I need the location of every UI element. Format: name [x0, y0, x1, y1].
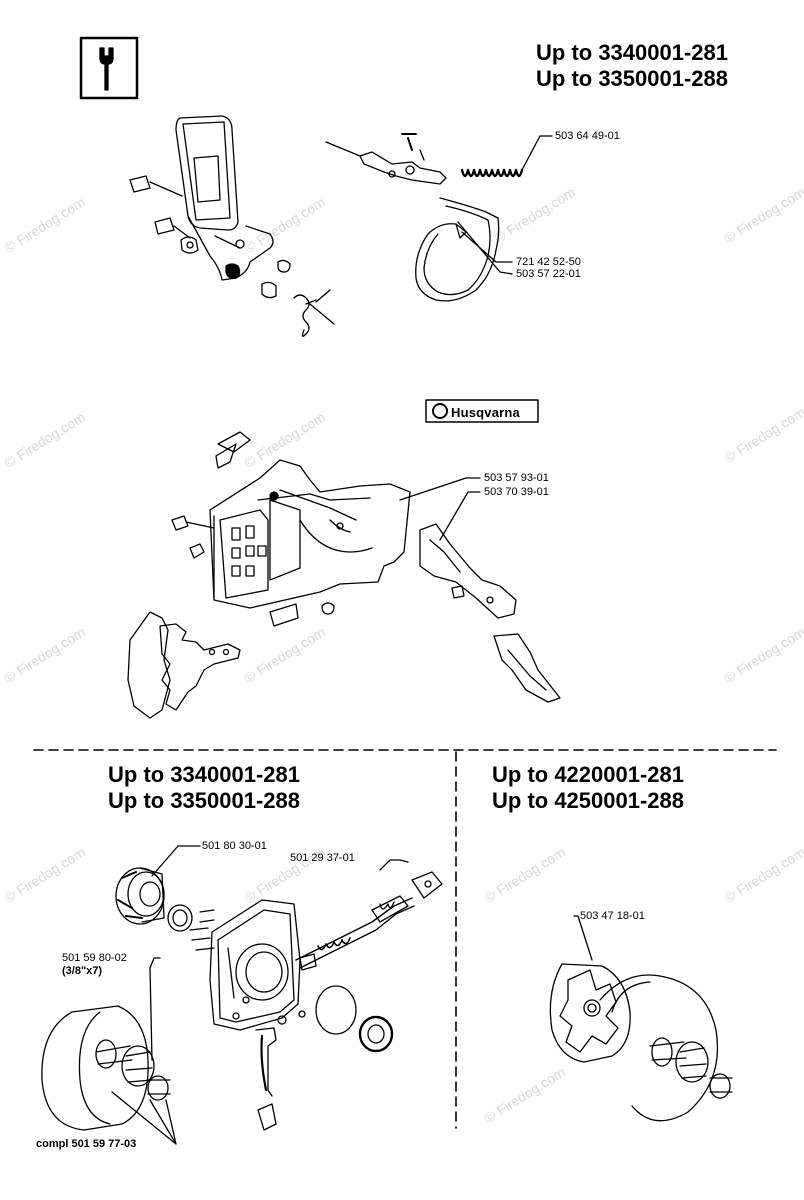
brake-lever-drawing: [325, 133, 447, 185]
pump-shaft-drawing: [295, 871, 443, 971]
section-heading-line: Up to 4250001-288: [492, 788, 684, 813]
clutch-cover-drawing: [209, 431, 411, 609]
size-note: (3/8"x7): [62, 965, 103, 977]
clutch-drum-drawing: [41, 1005, 171, 1131]
guard-screws-drawing: [129, 175, 335, 337]
oil-hose-drawing: [255, 1010, 306, 1131]
part-number-label: 503 47 18-01: [580, 910, 645, 922]
part-number-label: 501 80 30-01: [202, 840, 267, 852]
brake-spring-drawing: [460, 168, 524, 178]
bumper-spike-drawing: [127, 611, 241, 719]
pulley-drawing: [115, 867, 165, 925]
seal-ring-drawing: [167, 904, 215, 951]
section-heading-line: Up to 3350001-288: [536, 66, 728, 91]
husqvarna-logo-icon: [432, 403, 448, 419]
o-ring-drawing: [315, 985, 394, 1053]
section-heading-line: Up to 3340001-281: [108, 762, 300, 787]
part-number-label: 721 42 52-50: [516, 256, 581, 268]
part-number-label: 503 70 39-01: [484, 486, 549, 498]
part-number-label: 501 59 80-02: [62, 952, 127, 964]
cover-screws-drawing: [171, 515, 465, 627]
compl-assembly-label: compl 501 59 77-03: [36, 1138, 137, 1150]
hand-guard-drawing: [175, 115, 274, 281]
section-heading-line: Up to 3340001-281: [536, 40, 728, 65]
chain-catcher-drawing: [493, 633, 561, 703]
wrench-icon: [79, 36, 139, 100]
brand-label-text: Husqvarna: [451, 405, 520, 420]
brand-label: Husqvarna: [432, 403, 520, 420]
chain-guard-plate-drawing: [419, 523, 517, 619]
oil-pump-housing-drawing: [209, 899, 301, 1031]
husqvarna-badge: [425, 399, 539, 423]
part-number-label: 501 29 37-01: [290, 852, 355, 864]
part-number-label: 503 64 49-01: [555, 130, 620, 142]
part-number-label: 503 57 93-01: [484, 472, 549, 484]
brake-band-drawing: [415, 197, 500, 302]
part-number-label: 503 57 22-01: [516, 268, 581, 280]
section-heading-line: Up to 4220001-281: [492, 762, 684, 787]
section-heading-line: Up to 3350001-288: [108, 788, 300, 813]
clutch-assembly-drawing: [549, 963, 733, 1122]
